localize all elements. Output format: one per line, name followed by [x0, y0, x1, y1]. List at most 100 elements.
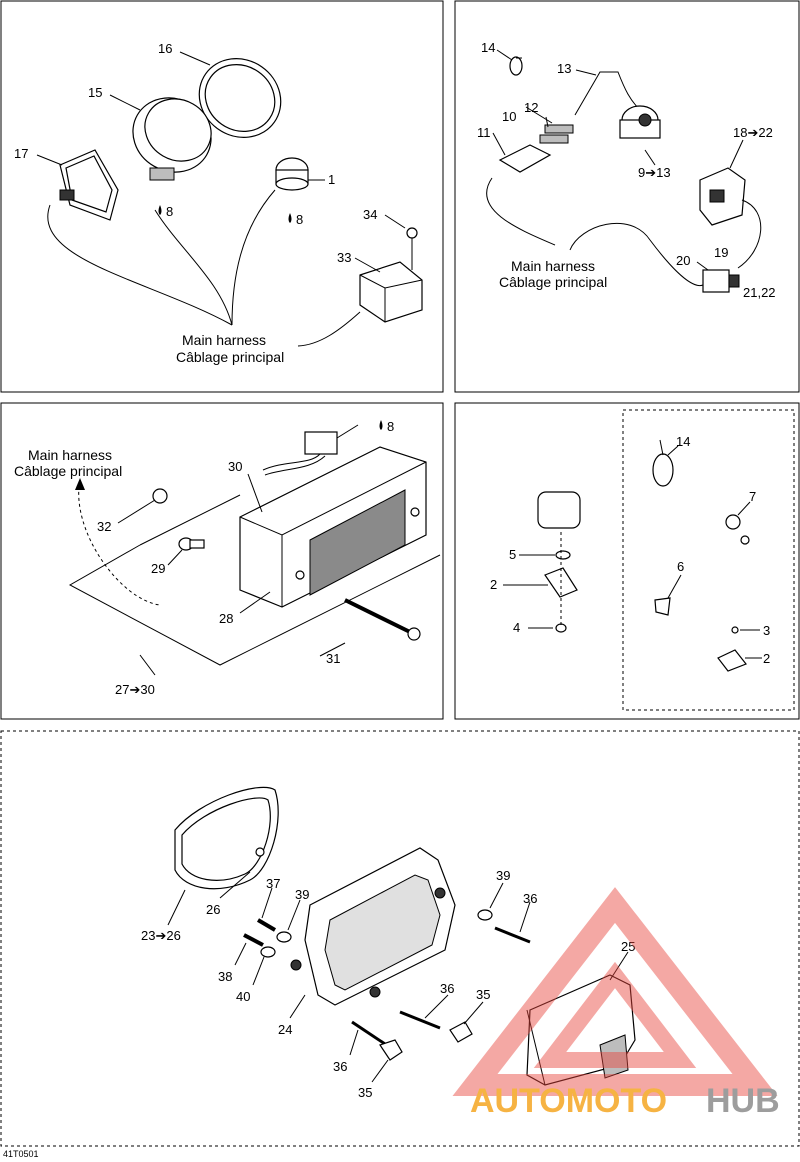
- callout-7: 7: [749, 489, 756, 504]
- watermark-triangle-outer: [452, 887, 778, 1096]
- clip-6: [654, 597, 671, 616]
- panel-top-left: 15 16 17 1 34 33 8 8 Main harness Câblag…: [14, 41, 423, 365]
- light-frame-24: [290, 847, 456, 1006]
- screw-31: [344, 598, 421, 641]
- indicator-lamp-1: [275, 157, 309, 191]
- callout-13: 13: [557, 61, 571, 76]
- callout-39a: 39: [295, 887, 309, 902]
- bolt-4: [555, 623, 567, 633]
- callout-21-22: 21,22: [743, 285, 776, 300]
- panel-frame-mid-right: [454, 402, 800, 720]
- callout-26: 26: [206, 902, 220, 917]
- screw-38: [243, 933, 264, 947]
- callout-35b: 35: [358, 1085, 372, 1100]
- callout-36b: 36: [440, 981, 454, 996]
- panel-frame-bottom: [0, 730, 800, 1147]
- panel-frame-top-right: [454, 0, 800, 393]
- washer-40: [260, 946, 276, 958]
- callout-39b: 39: [496, 868, 510, 883]
- callout-33: 33: [337, 250, 351, 265]
- cable-tie-14b: [652, 439, 674, 487]
- main-harness-label-en: Main harness: [182, 332, 266, 348]
- connector-20: [702, 269, 740, 293]
- work-light-lens-26: [174, 786, 279, 890]
- bracket-2b: [717, 649, 747, 672]
- drop-mark-8c: 8: [387, 419, 394, 434]
- bolt-36a: [494, 926, 531, 944]
- panel-frame-mid-left: [0, 402, 444, 720]
- callout-3: 3: [763, 623, 770, 638]
- callout-6: 6: [677, 559, 684, 574]
- panel-frame-top-left: [0, 0, 444, 393]
- tail-light-housing-28: [239, 446, 427, 608]
- work-light-housing-25: [526, 974, 636, 1086]
- relay-socket: [537, 491, 581, 529]
- switch-9-13: [619, 105, 661, 139]
- watermark-text-automoto: AUTOMOTO: [470, 1082, 667, 1120]
- callout-9-13: 9➔13: [638, 165, 671, 180]
- callout-36c: 36: [333, 1059, 347, 1074]
- bulb-29: [178, 537, 205, 551]
- callout-17: 17: [14, 146, 28, 161]
- callout-14-top: 14: [481, 40, 495, 55]
- callout-40: 40: [236, 989, 250, 1004]
- callout-19: 19: [714, 245, 728, 260]
- main-harness-label-en-3: Main harness: [28, 447, 112, 463]
- screw-37: [256, 918, 277, 932]
- relay-33: [359, 261, 423, 323]
- washer-39b: [477, 909, 493, 921]
- callout-15: 15: [88, 85, 102, 100]
- callout-16: 16: [158, 41, 172, 56]
- handlebar-switch-18-22: [699, 167, 746, 226]
- callout-11: 11: [477, 125, 491, 140]
- panel-mid-left: 30 32 29 28 31 27➔30 8 Main harness Câbl…: [14, 419, 441, 697]
- callout-25: 25: [621, 939, 635, 954]
- watermark-text-hub: HUB: [706, 1082, 780, 1120]
- callout-24: 24: [278, 1022, 292, 1037]
- main-harness-label-fr-2: Câblage principal: [499, 274, 607, 290]
- callout-30: 30: [228, 459, 242, 474]
- nut-32: [152, 488, 168, 504]
- callout-28: 28: [219, 611, 233, 626]
- callout-5: 5: [509, 547, 516, 562]
- callout-14-mid: 14: [676, 434, 690, 449]
- callout-37: 37: [266, 876, 280, 891]
- callout-38: 38: [218, 969, 232, 984]
- tail-light-connector: [262, 424, 359, 476]
- callout-10: 10: [502, 109, 516, 124]
- main-harness-label-fr: Câblage principal: [176, 349, 284, 365]
- callout-23-26: 23➔26: [141, 928, 181, 943]
- bolt-36b: [399, 1010, 441, 1030]
- panel-bottom: 37 39 26 23➔26 38 40 24 39 36 36 35 36 3…: [141, 786, 636, 1100]
- callout-32: 32: [97, 519, 111, 534]
- callout-4: 4: [513, 620, 520, 635]
- callout-29: 29: [151, 561, 165, 576]
- callout-20: 20: [676, 253, 690, 268]
- knob-35a: [379, 1039, 403, 1061]
- drop-mark-8b: 8: [296, 212, 303, 227]
- watermark-triangle-inner: [533, 961, 697, 1068]
- callout-12: 12: [524, 100, 538, 115]
- screw-34: [406, 227, 418, 270]
- automotohub-watermark: AUTOMOTO HUB: [452, 887, 780, 1120]
- drop-mark-8a: 8: [166, 204, 173, 219]
- main-harness-label-fr-3: Câblage principal: [14, 463, 122, 479]
- callout-1: 1: [328, 172, 335, 187]
- cable-tie-14: [509, 56, 523, 76]
- clip-7: [725, 514, 750, 545]
- callout-27-30: 27➔30: [115, 682, 155, 697]
- panel-top-right: 14 13 10 12 11 9➔13 18➔22 19 20 21,22 Ma…: [477, 40, 776, 300]
- callout-36a: 36: [523, 891, 537, 906]
- tail-light-17: [59, 149, 119, 221]
- panel-mid-right: 5 2 4 14 7 6 3 2: [490, 409, 795, 711]
- headlight-15: [132, 97, 212, 181]
- callout-18-22: 18➔22: [733, 125, 773, 140]
- figure-code: 41T0501: [3, 1149, 39, 1159]
- connector-11: [498, 124, 574, 173]
- washer-3: [731, 626, 739, 634]
- bolt-36c: [351, 1020, 386, 1046]
- headlight-ring-16: [198, 58, 282, 138]
- callout-31: 31: [326, 651, 340, 666]
- inset-frame: [622, 409, 795, 711]
